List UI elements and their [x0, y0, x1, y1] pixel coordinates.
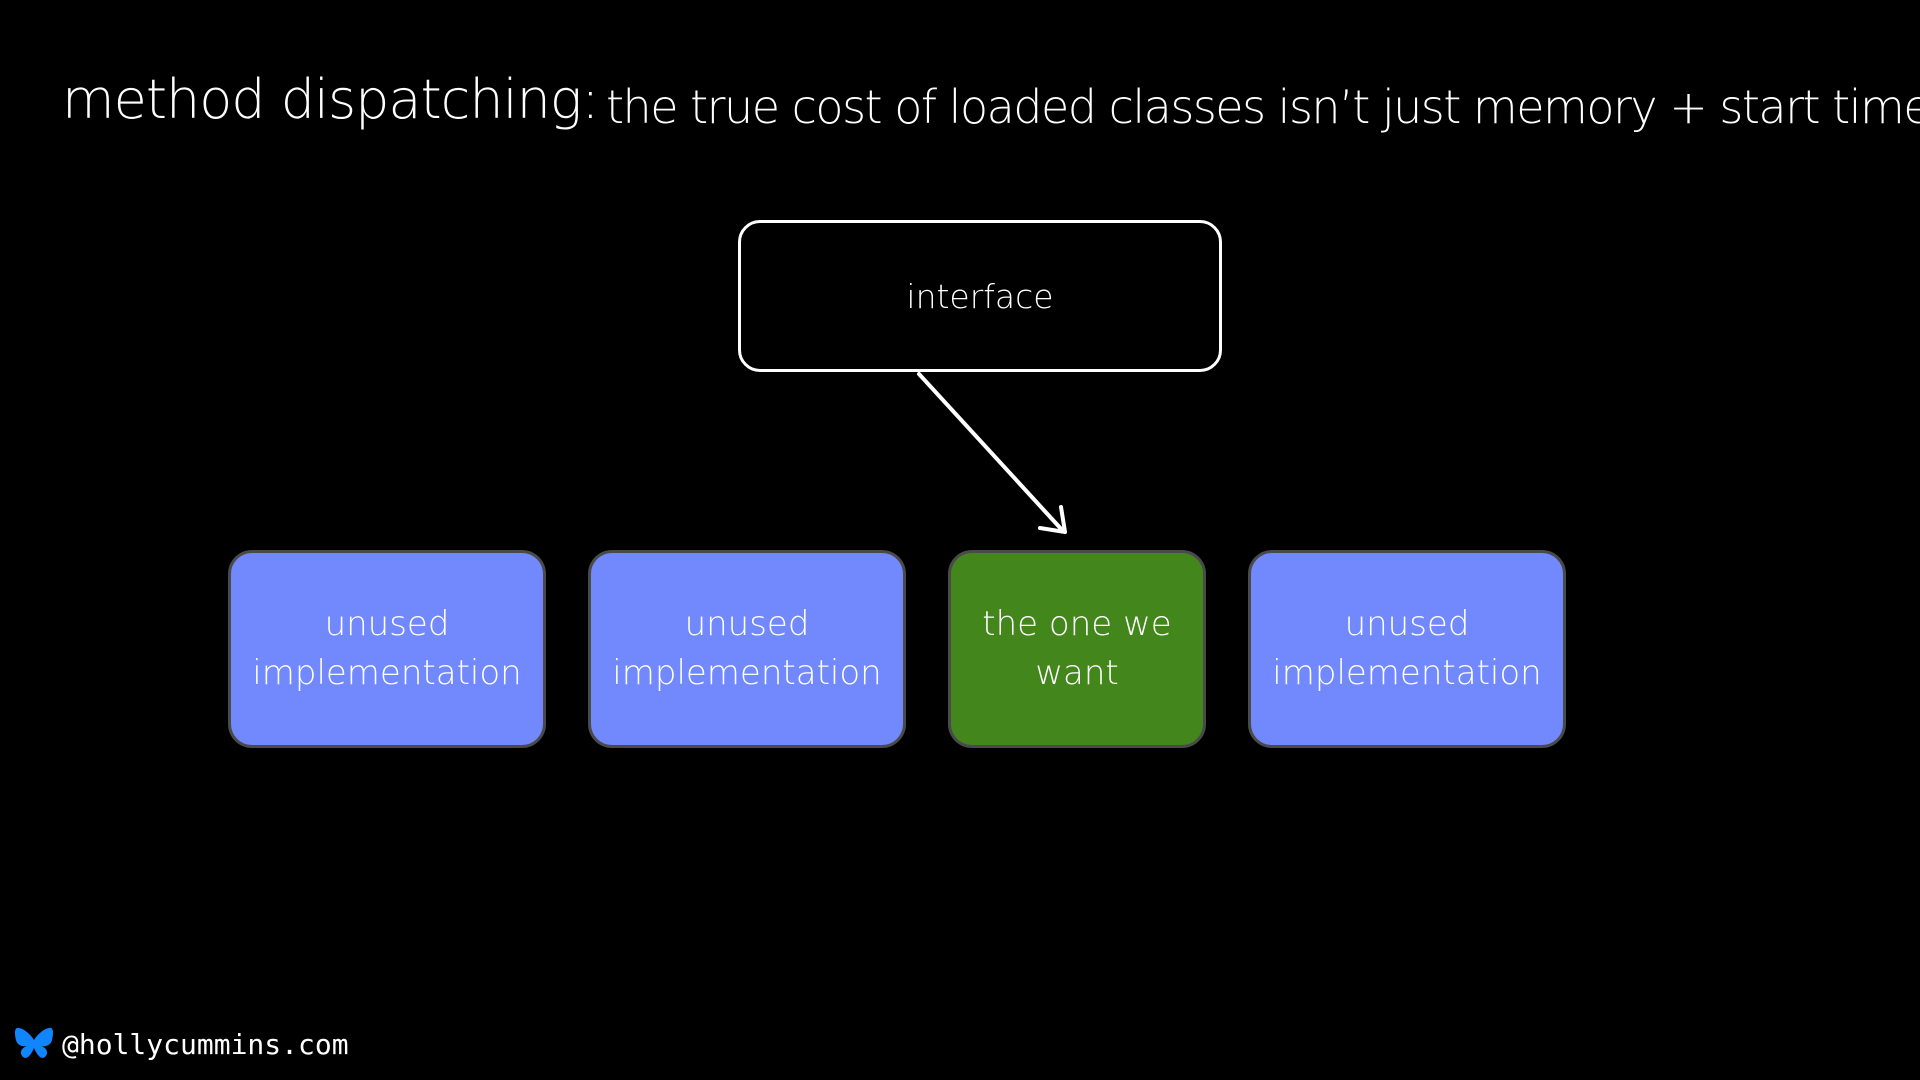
implementation-label-1: unused implementation: [252, 604, 522, 693]
implementation-label-4: unused implementation: [1272, 604, 1542, 693]
interface-label: interface: [906, 276, 1054, 316]
implementation-label-target: the one we want: [982, 604, 1172, 693]
butterfly-icon: [15, 1027, 53, 1058]
implementation-label-2: unused implementation: [612, 604, 882, 693]
dispatch-arrow-line: [917, 372, 1065, 533]
footer: @hollycummins.com: [14, 1026, 349, 1062]
implementation-box-4: unused implementation: [1248, 550, 1566, 748]
implementation-box-target: the one we want: [948, 550, 1206, 748]
footer-handle[interactable]: @hollycummins.com: [62, 1027, 349, 1061]
slide-subtitle: the true cost of loaded classes isn’t ju…: [606, 80, 1920, 134]
implementation-box-1: unused implementation: [228, 550, 546, 748]
dispatch-arrow-head: [1038, 505, 1067, 534]
implementation-box-2: unused implementation: [588, 550, 906, 748]
slide-title: method dispatching:: [62, 68, 599, 131]
interface-box: interface: [738, 220, 1222, 372]
